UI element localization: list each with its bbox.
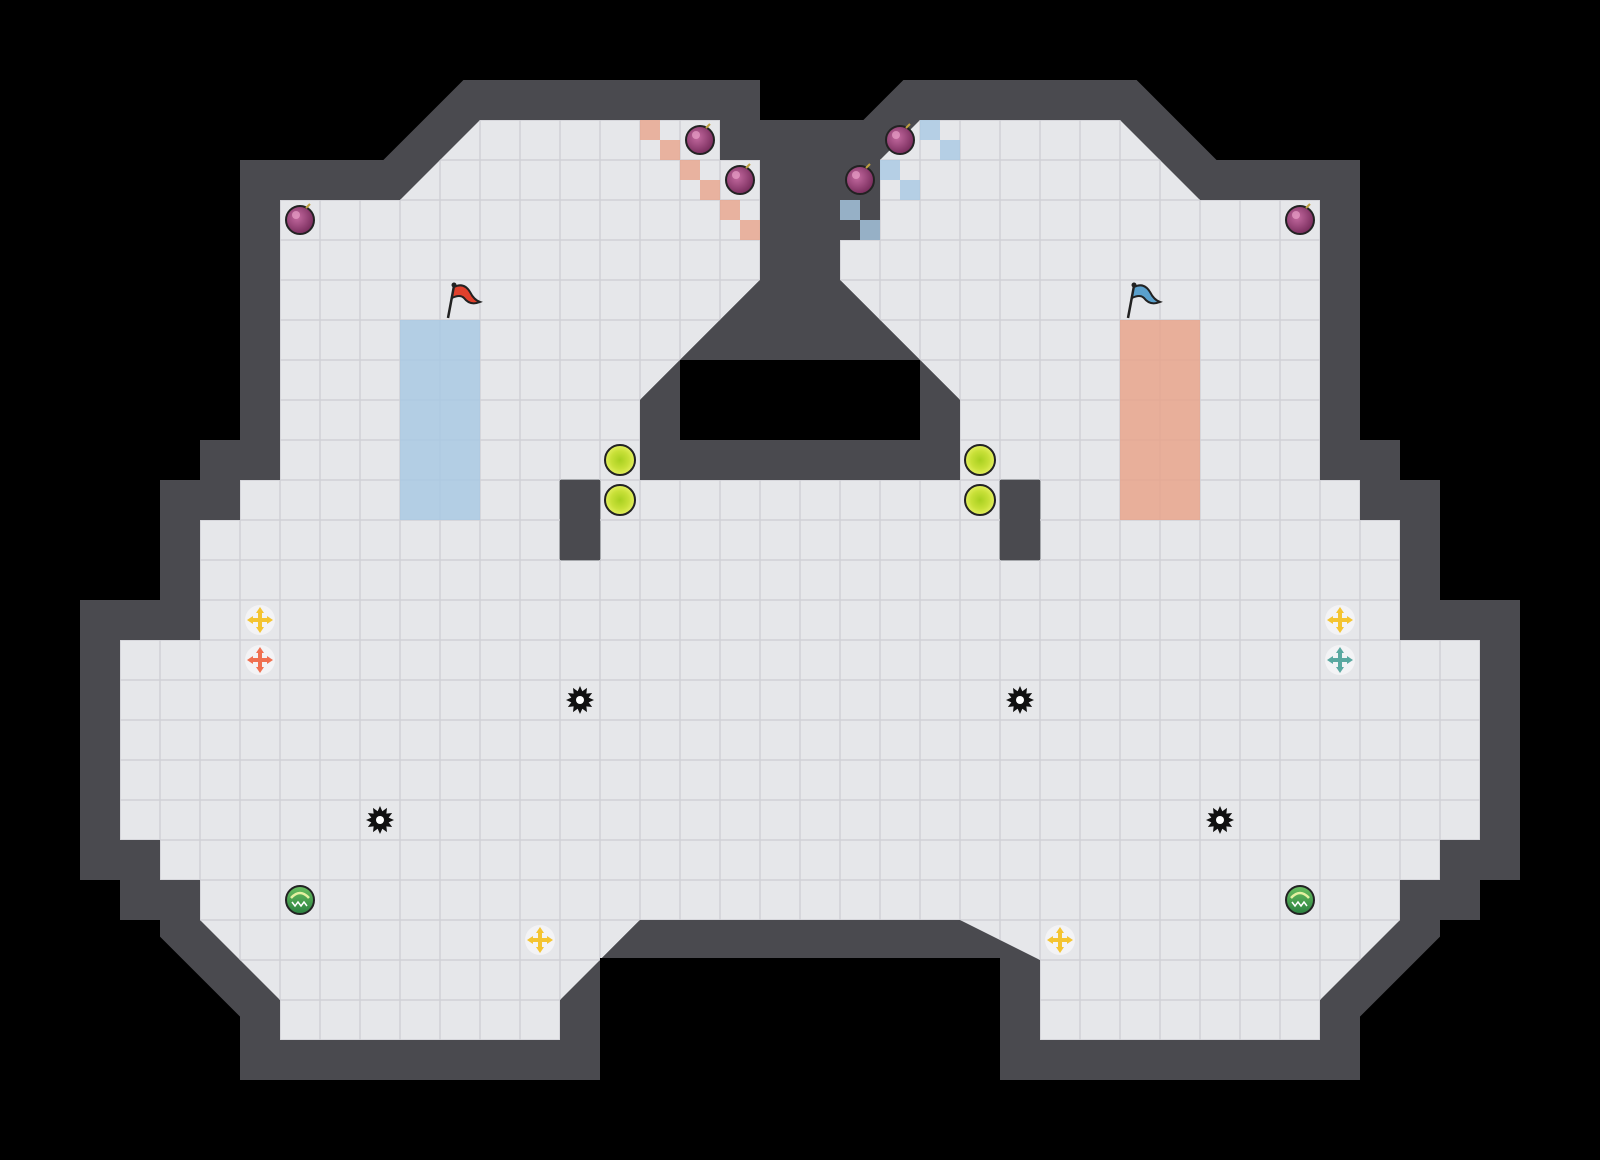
blue-checker-tile (940, 140, 960, 160)
blue-checker-tile (840, 200, 860, 220)
red-checker-tile (680, 160, 700, 180)
blue-checker-tile (920, 120, 940, 140)
center-void-top (680, 360, 920, 440)
blue-zone (400, 320, 480, 520)
blue-checker-tile (900, 180, 920, 200)
spike-icon (366, 806, 394, 834)
blue-flag-icon (1126, 282, 1163, 319)
bottom-void (600, 958, 1000, 1080)
speed-boost-icon (964, 484, 996, 516)
powerup-icon (525, 925, 555, 955)
spike-icon (1206, 806, 1234, 834)
powerup-icon (245, 605, 275, 635)
red-flag-icon (446, 282, 483, 319)
bomb-icon (725, 163, 755, 195)
red-checker-tile (740, 220, 760, 240)
bomb-icon (685, 123, 715, 155)
bomb-icon (885, 123, 915, 155)
red-checker-tile (640, 120, 660, 140)
blue-checker-tile (860, 220, 880, 240)
red-checker-tile (660, 140, 680, 160)
pillar-right-top (1000, 480, 1040, 560)
objects-layer (245, 123, 1355, 955)
team-zones-layer (400, 120, 1200, 520)
spike-icon (566, 686, 594, 714)
portal-icon (1285, 885, 1315, 915)
speed-boost-icon (604, 484, 636, 516)
red-checker-tile (720, 200, 740, 220)
speed-boost-icon (964, 444, 996, 476)
bomb-icon (1285, 203, 1315, 235)
portal-icon (285, 885, 315, 915)
bomb-icon (285, 203, 315, 235)
blue-checker-tile (880, 160, 900, 180)
pillar-left-top (560, 480, 600, 560)
red-zone (1120, 320, 1200, 520)
bomb-icon (845, 163, 875, 195)
bottom-center-wall-top (600, 920, 1000, 960)
spike-icon (1006, 686, 1034, 714)
powerup-icon (245, 645, 275, 675)
powerup-icon (1045, 925, 1075, 955)
powerup-icon (1325, 605, 1355, 635)
red-checker-tile (700, 180, 720, 200)
speed-boost-icon (604, 444, 636, 476)
powerup-icon (1325, 645, 1355, 675)
